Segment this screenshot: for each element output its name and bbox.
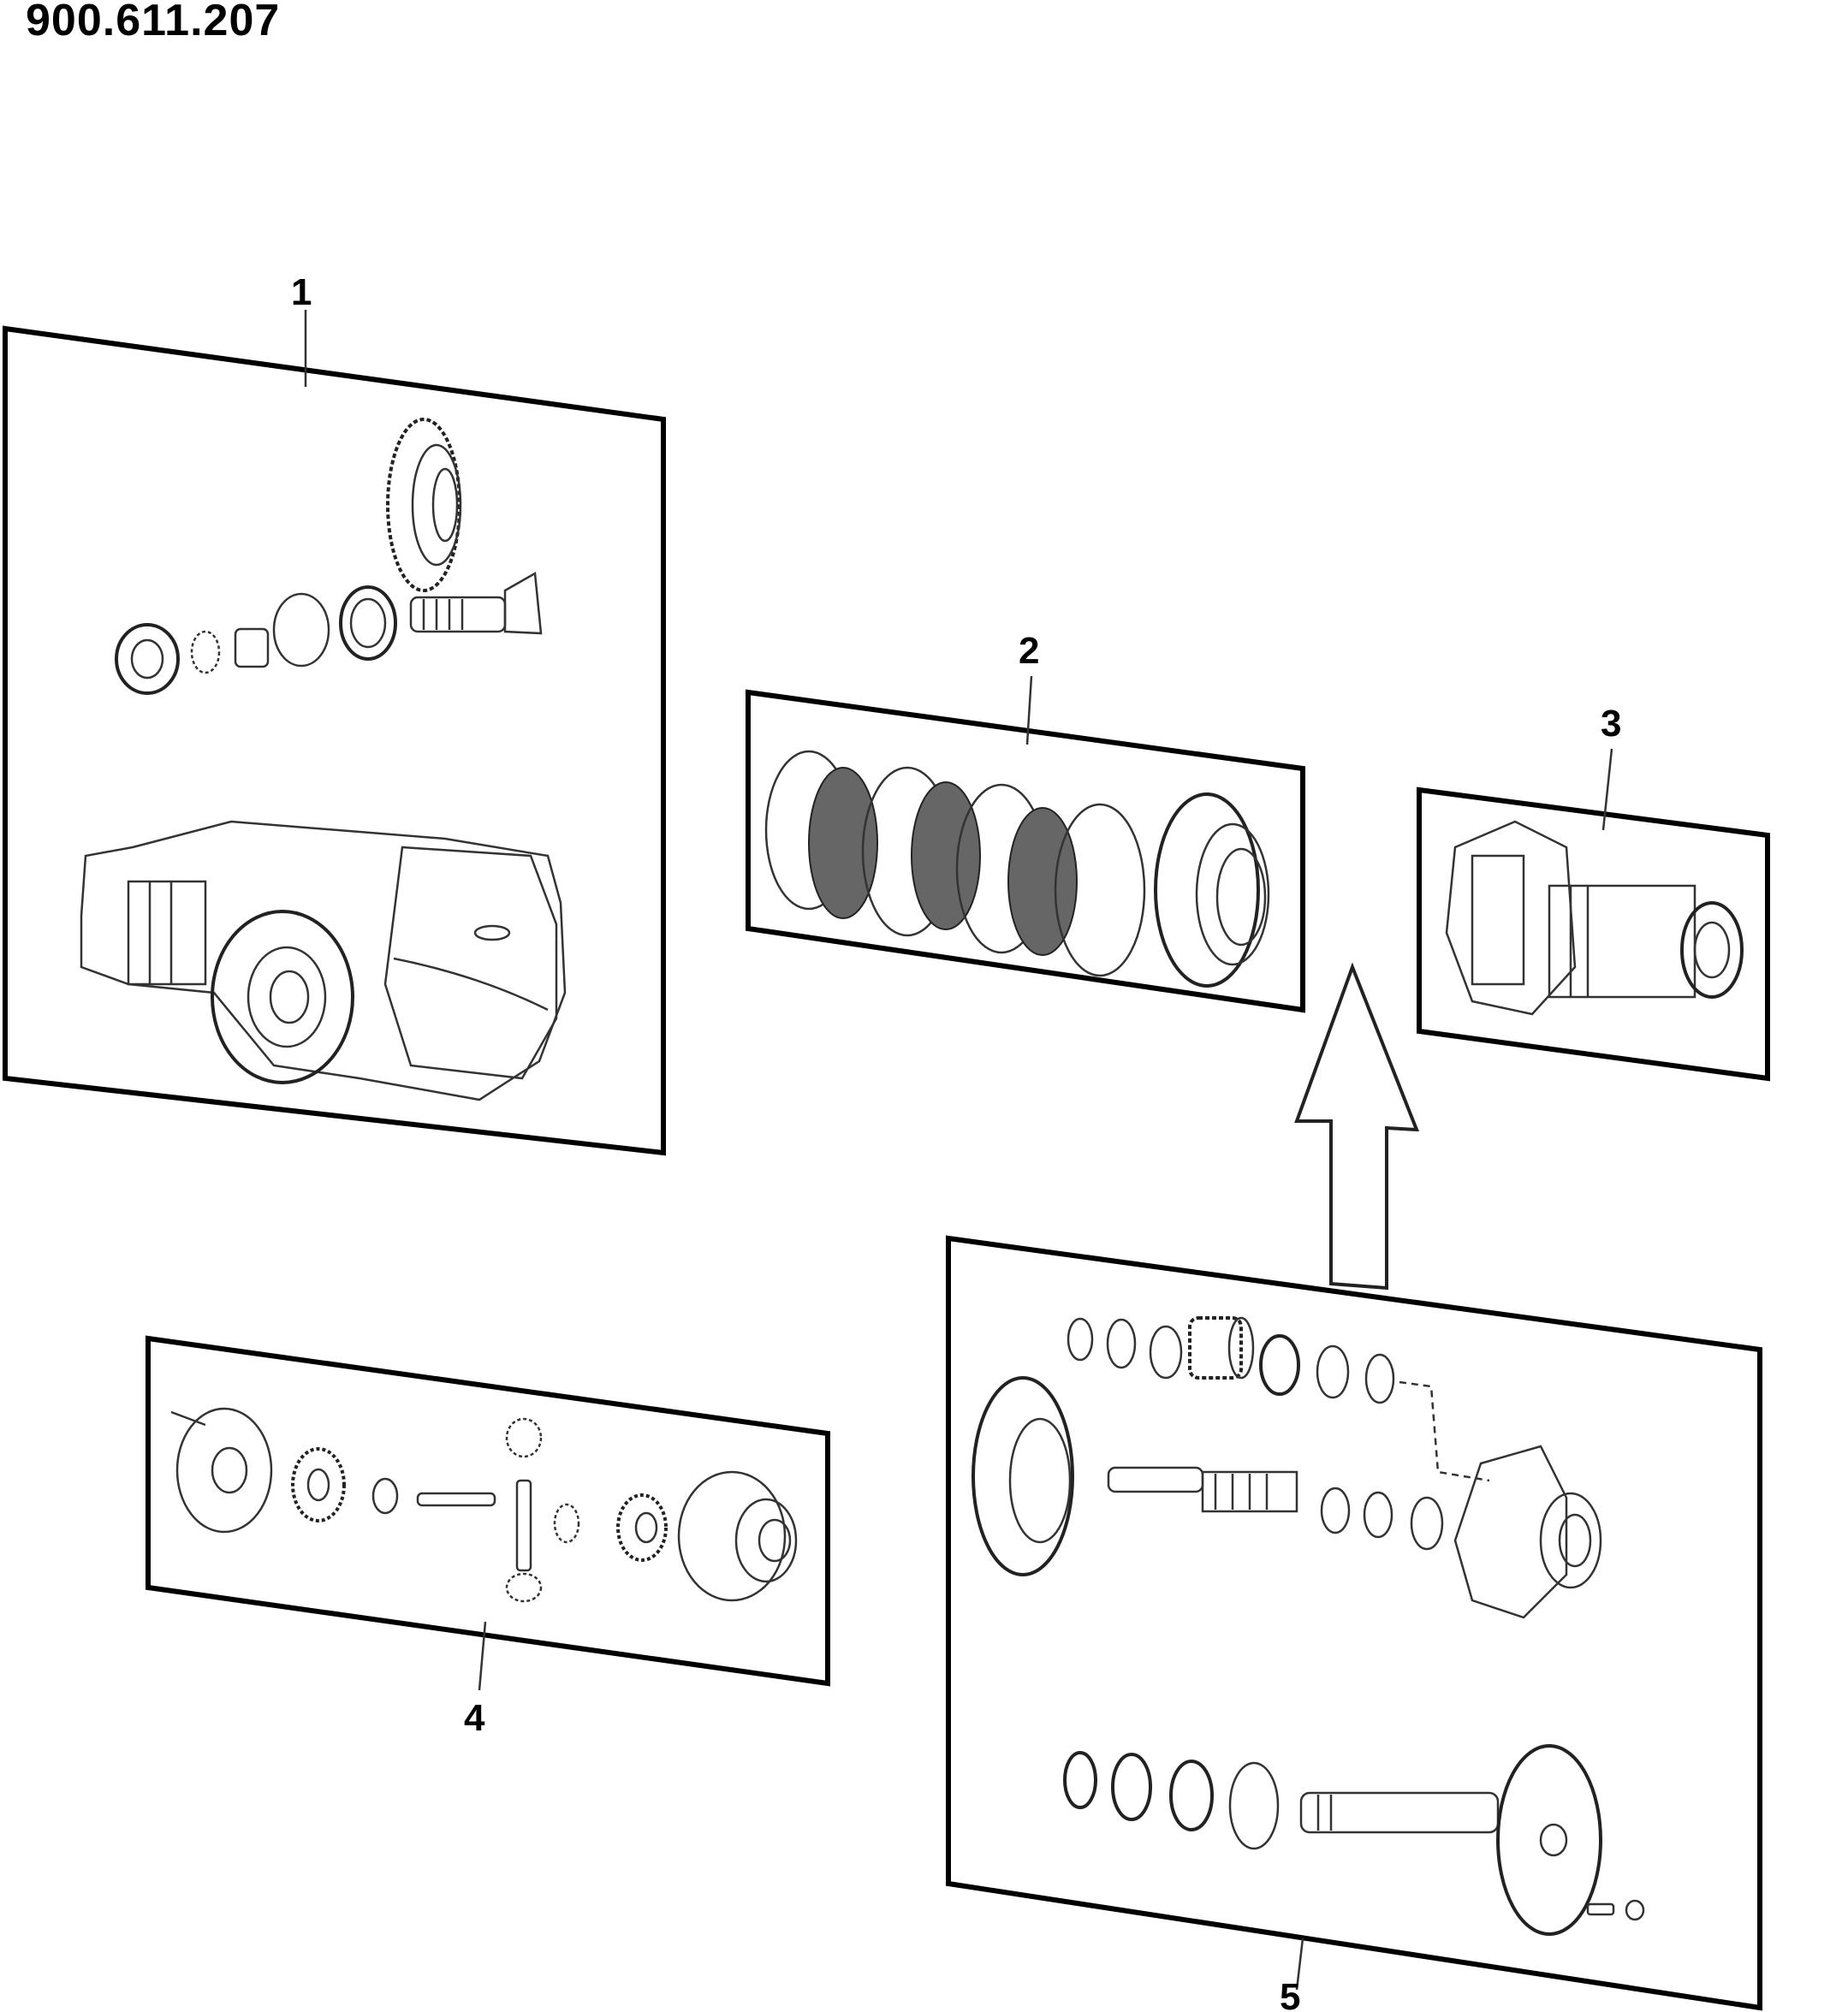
brake-disc-icon [1054,803,1146,977]
snap-ring-icon [1320,1487,1351,1534]
brake-piston-housing-icon [1154,792,1270,988]
assembly-arrow-icon [1294,962,1420,1291]
cross-pin-icon [416,1492,496,1507]
pinion-bearing-icon [339,585,397,661]
callout-2: 4 [464,1697,485,1739]
side-gear-icon [291,1447,346,1522]
side-gear-icon [616,1493,668,1562]
snap-ring-icon [1364,1353,1395,1404]
differential-case-half-icon [170,1407,273,1534]
leader-4 [1025,675,1033,745]
panel-5 [946,1235,1762,2011]
document-number: 900.611.207 [26,0,281,45]
ring-gear-icon [386,418,462,592]
stub-shaft-flange-icon [1299,1744,1602,1936]
thrust-washer-icon [1149,1325,1183,1380]
differential-case-icon [677,1470,798,1602]
group-3-planetary-hub[interactable]: 3 [1417,703,1770,1082]
spacer-sleeve-icon [234,627,270,668]
leader-5 [1295,1938,1304,1991]
snap-ring-icon [1363,1491,1393,1539]
leader-2 [478,1621,487,1691]
group-4-brake-pack[interactable]: 2 [746,630,1305,1013]
leader-3 [1601,748,1613,831]
flange-nut-icon [115,623,180,695]
friction-plate-icon [808,767,878,919]
panel-2 [146,1335,830,1687]
axle-housing-icon [80,820,567,1101]
spacer-ring-icon [1228,1761,1280,1850]
thrust-washer-icon [371,1477,399,1515]
pinion-gear-icon [505,1572,543,1603]
thrust-washer-icon [553,1503,580,1544]
bearing-icon [1169,1760,1214,1831]
callout-1: 1 [291,271,312,313]
bearing-icon [1111,1753,1152,1821]
panel-1 [2,325,666,1156]
wheel-nut-icon [1625,1899,1645,1921]
snap-ring-icon [1316,1344,1350,1399]
wheel-hub-assembly-icon [1445,820,1744,1016]
friction-plate-icon [911,781,981,930]
group-5-axle-shafts[interactable]: 5 [946,1235,1762,2012]
assembly-path-line [1399,1380,1490,1482]
snap-ring-icon [1106,1318,1137,1369]
disc-carrier-icon [972,1376,1074,1576]
callout-5: 5 [1280,1976,1300,2012]
panel-3 [1417,786,1770,1082]
half-shaft-icon [1107,1466,1298,1513]
callout-4: 2 [1019,630,1039,672]
bearing-icon [1259,1334,1300,1396]
oil-seal-icon [1063,1751,1097,1809]
shim-ring-icon [272,592,330,668]
group-2-differential[interactable]: 4 [146,1335,830,1739]
callout-3: 3 [1601,703,1621,745]
spider-shaft-icon [515,1479,532,1572]
wheel-stud-icon [1586,1902,1615,1916]
planet-carrier-icon [1453,1445,1602,1619]
thrust-washer-icon [1410,1496,1444,1551]
group-1-axle-housing[interactable]: 1 [2,271,666,1156]
snap-ring-icon [190,630,221,674]
snap-ring-icon [1067,1317,1094,1362]
pinion-shaft-icon [409,571,543,635]
sun-gear-icon [1188,1316,1255,1380]
friction-plate-icon [1007,807,1078,956]
pinion-gear-icon [505,1417,543,1458]
